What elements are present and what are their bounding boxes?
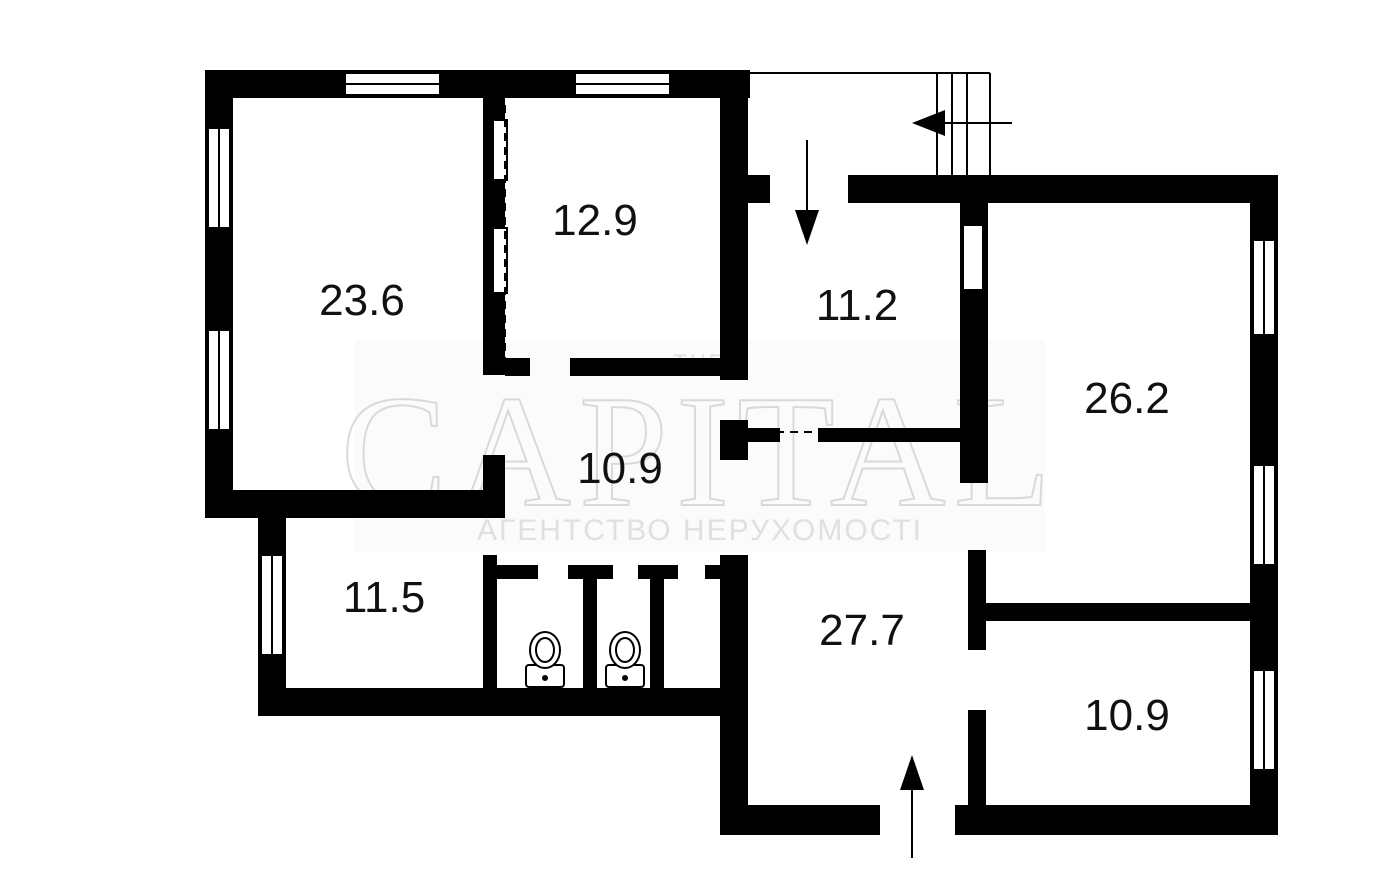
toilet-1-icon bbox=[525, 631, 565, 688]
watermark-tagline: АГЕНТСТВО НЕРУХОМОСТІ bbox=[477, 514, 923, 547]
entry-arrows bbox=[795, 110, 1012, 858]
arrow-up-head bbox=[900, 755, 924, 790]
room-area-12-9: 12.9 bbox=[552, 196, 638, 245]
arrow-top-right-head bbox=[912, 110, 945, 136]
room-area-11-5: 11.5 bbox=[343, 573, 425, 622]
room-area-27-7: 27.7 bbox=[819, 606, 905, 655]
room-area-11-2: 11.2 bbox=[816, 281, 898, 330]
door-markers bbox=[504, 105, 818, 433]
arrow-down-head bbox=[795, 210, 819, 245]
room-area-10-9: 10.9 bbox=[1084, 691, 1170, 740]
room-labels: 23.6 12.9 11.2 26.2 10.9 11.5 27.7 10.9 bbox=[319, 196, 1170, 740]
room-area-26-2: 26.2 bbox=[1084, 374, 1170, 423]
room-area-10-9-hall: 10.9 bbox=[577, 444, 663, 493]
windows bbox=[207, 72, 1276, 771]
room-area-23-6: 23.6 bbox=[319, 276, 405, 325]
toilet-2-icon bbox=[605, 631, 645, 688]
